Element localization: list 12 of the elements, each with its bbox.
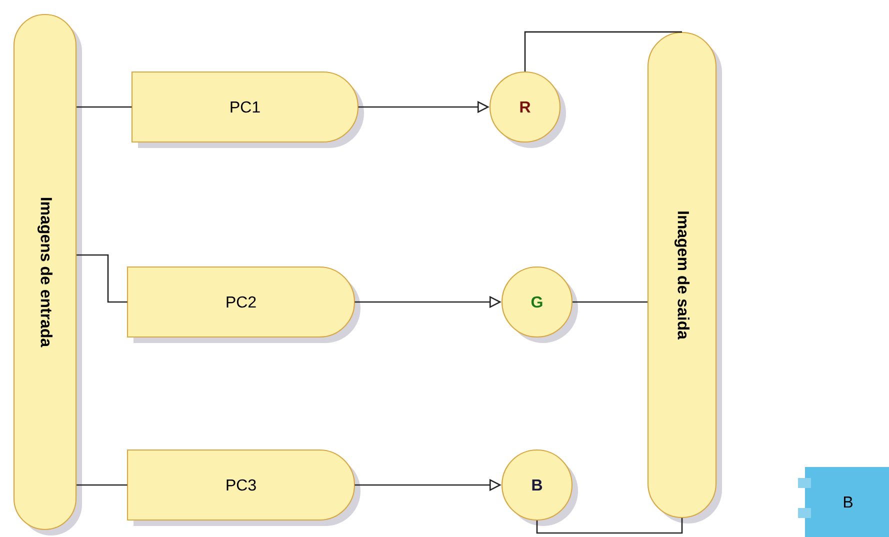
connector	[76, 484, 128, 486]
connector	[536, 518, 683, 534]
connector	[524, 31, 682, 72]
connector	[76, 254, 128, 303]
process-box: PC1	[131, 71, 364, 148]
process-box: PC2	[126, 266, 360, 343]
process-box: PC3	[126, 449, 360, 526]
connector	[76, 106, 132, 108]
output-pill: Imagem de saida	[647, 32, 722, 524]
component-box: B	[798, 467, 889, 537]
connector	[572, 301, 648, 303]
input-pill: Imagens de entrada	[13, 14, 82, 536]
